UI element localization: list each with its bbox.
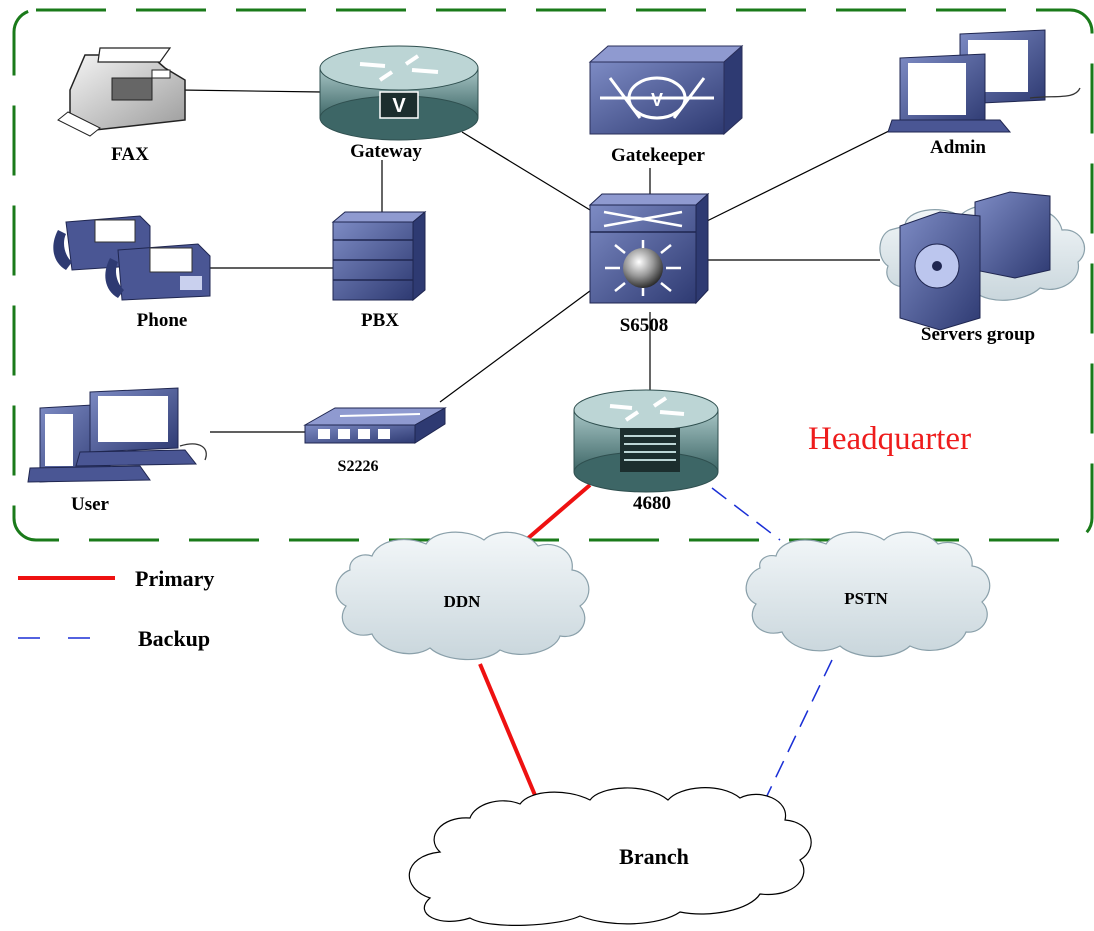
svg-text:V: V xyxy=(651,90,663,110)
servers-group-icon xyxy=(879,191,1085,331)
branch-cloud-icon xyxy=(408,787,812,926)
link-admin-s6508 xyxy=(704,122,906,223)
ddn-label: DDN xyxy=(444,592,482,611)
phone-label: Phone xyxy=(137,310,188,331)
user-label: User xyxy=(71,494,110,515)
servers-group-label: Servers group xyxy=(921,324,1035,345)
link-gateway-s6508 xyxy=(461,131,596,214)
router-4680-icon xyxy=(573,389,719,493)
pbx-icon xyxy=(331,210,427,302)
gatekeeper-icon: V xyxy=(588,44,744,136)
ddn-cloud-icon xyxy=(335,531,590,661)
gateway-label: Gateway xyxy=(350,141,422,162)
s2226-label: S2226 xyxy=(338,458,379,475)
pstn-label: PSTN xyxy=(844,589,888,608)
primary-link-ddn-branch xyxy=(478,663,539,801)
s2226-switch-icon xyxy=(303,407,447,444)
fax-icon xyxy=(57,47,186,137)
router-4680-label: 4680 xyxy=(633,493,671,514)
gatekeeper-label: Gatekeeper xyxy=(611,145,705,166)
user-workstation-icon xyxy=(27,387,207,483)
fax-label: FAX xyxy=(111,144,149,165)
primary-link-4680-ddn xyxy=(524,483,592,542)
ip-phone-icon xyxy=(53,215,211,301)
pbx-label: PBX xyxy=(361,310,399,331)
headquarter-label: Headquarter xyxy=(808,421,971,457)
link-s2226-s6508 xyxy=(439,284,599,403)
gateway-router-icon: V xyxy=(319,45,479,141)
legend-backup-label: Backup xyxy=(138,626,210,651)
links xyxy=(179,89,906,433)
pstn-cloud-icon xyxy=(745,531,991,657)
headquarter-region-border xyxy=(12,8,1094,542)
backup-link-pstn-branch xyxy=(763,659,833,803)
admin-label: Admin xyxy=(930,137,986,158)
legend: Primary Backup xyxy=(18,566,214,651)
link-fax-gateway xyxy=(179,89,323,93)
backup-link-4680-pstn xyxy=(711,487,781,541)
svg-text:V: V xyxy=(392,95,406,117)
admin-workstation-icon xyxy=(887,29,1081,133)
branch-label: Branch xyxy=(619,844,689,869)
s6508-switch-icon xyxy=(588,192,710,305)
s6508-label: S6508 xyxy=(620,315,669,336)
legend-primary-label: Primary xyxy=(135,566,214,591)
